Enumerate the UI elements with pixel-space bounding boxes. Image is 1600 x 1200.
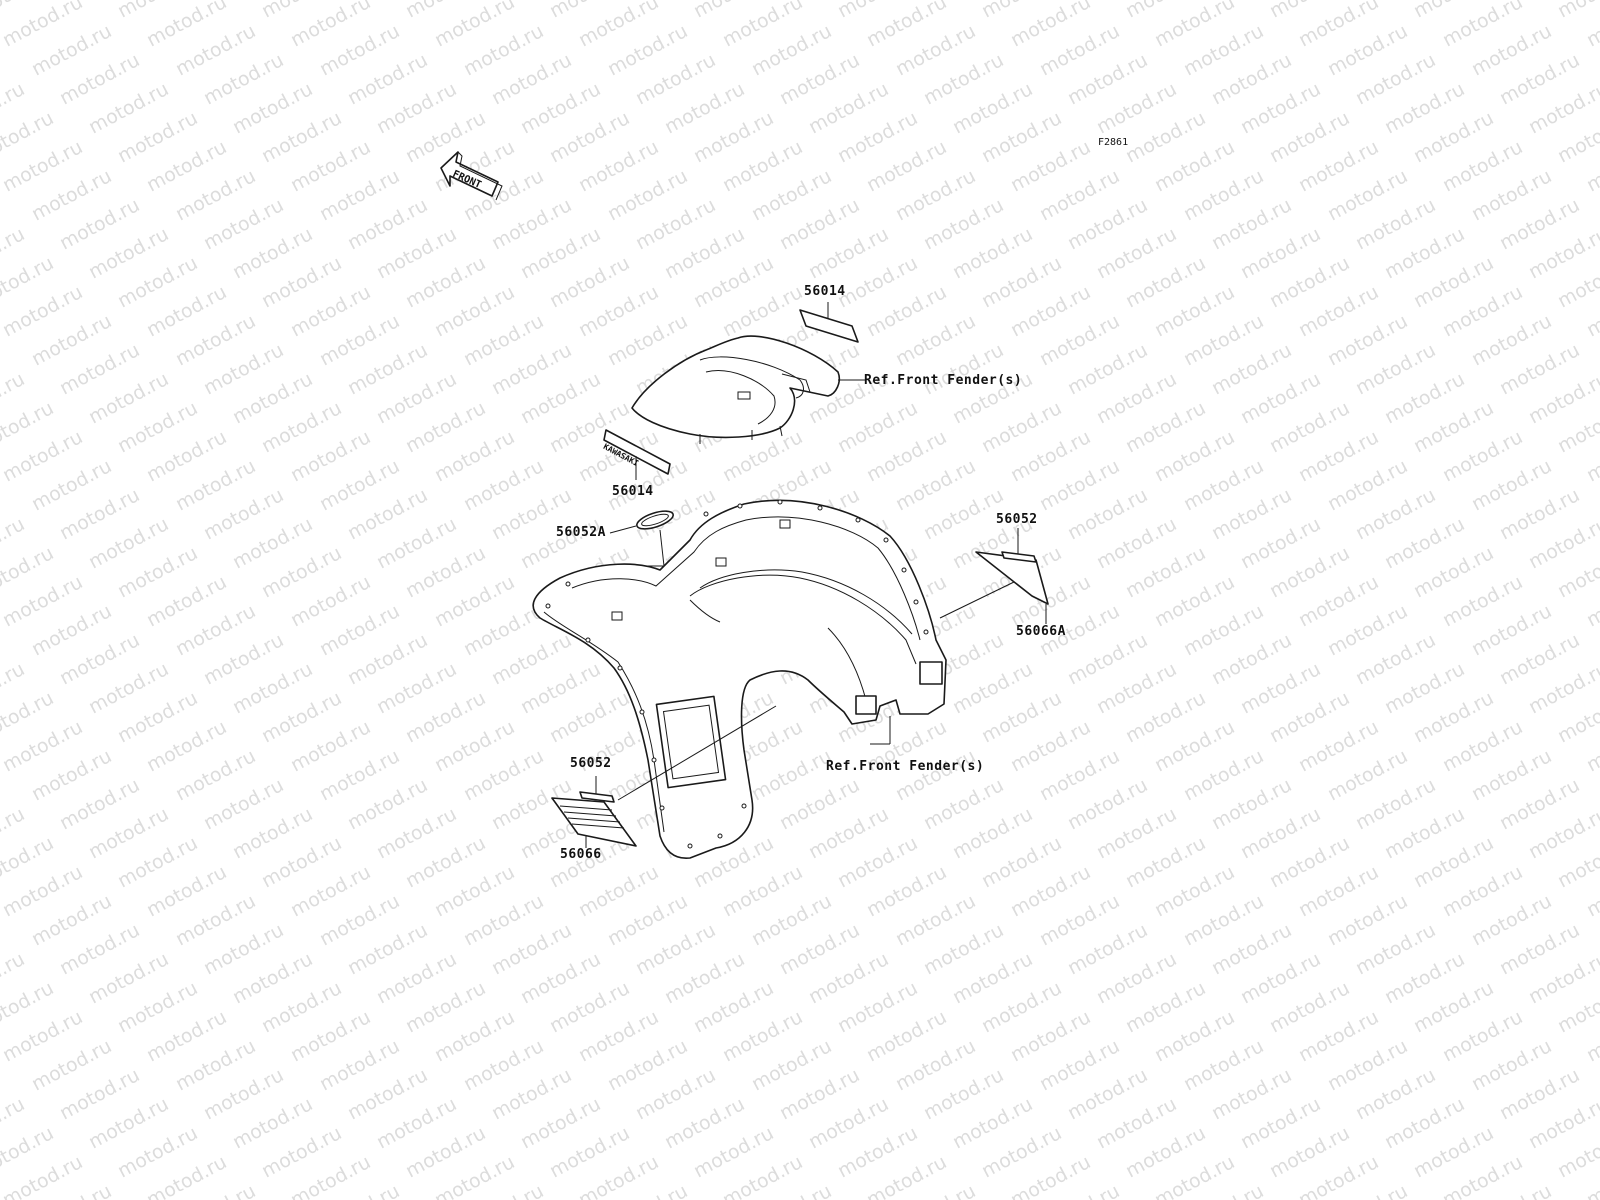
figure-code: F2861 <box>1098 137 1129 148</box>
front-carrier-cover <box>631 335 866 444</box>
decal-56014-top <box>799 302 859 343</box>
label-56052-right: 56052 <box>996 512 1038 527</box>
label-56052A: 56052A <box>556 525 606 540</box>
decal-56066A <box>939 528 1049 624</box>
badge-56052A <box>609 510 674 567</box>
front-arrow-icon: FRONT <box>440 151 503 201</box>
label-56014-top: 56014 <box>804 284 846 299</box>
label-56066: 56066 <box>560 847 602 862</box>
ref-front-fender-top: Ref.Front Fender(s) <box>864 373 1023 388</box>
label-56052-left: 56052 <box>570 756 612 771</box>
ref-front-fender-bottom: Ref.Front Fender(s) <box>826 759 985 774</box>
label-56014-mid: 56014 <box>612 484 654 499</box>
label-56066A: 56066A <box>1016 624 1066 639</box>
